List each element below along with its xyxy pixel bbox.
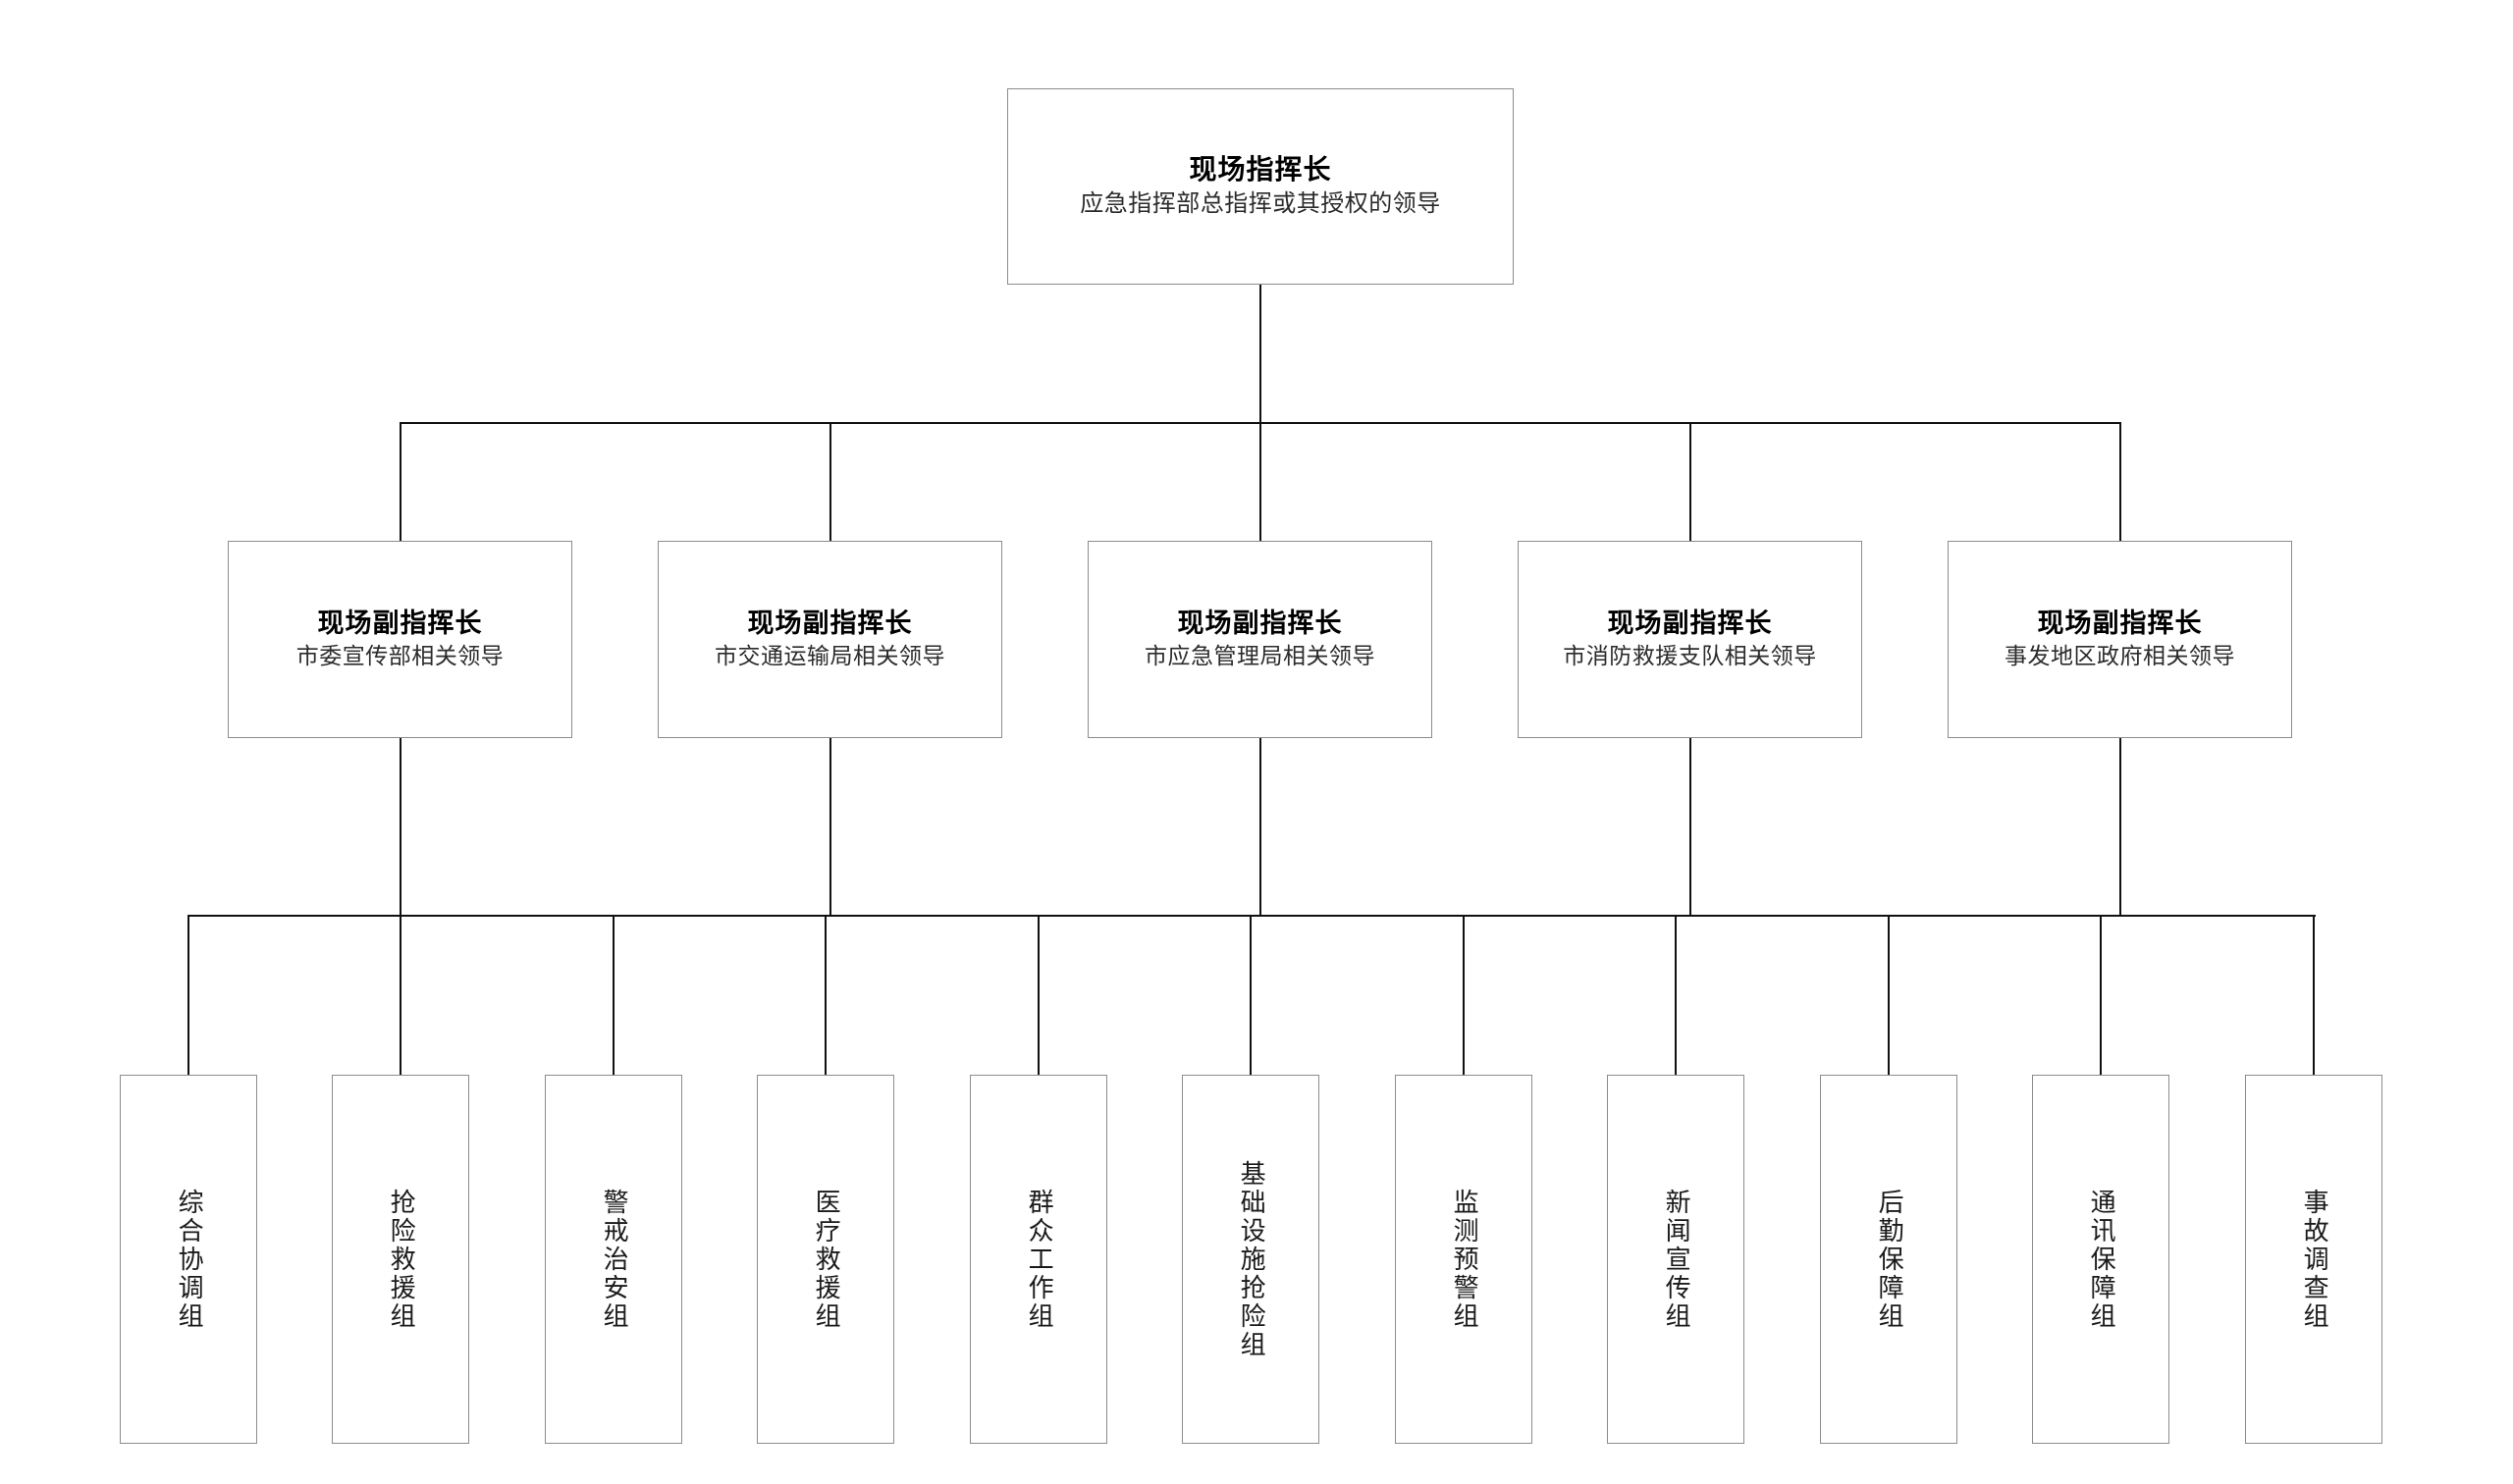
connector-stem-deputy-3	[1259, 738, 1261, 917]
connector-drop-deputy-5	[2119, 422, 2121, 542]
node-working-group-6[interactable]: 基础设施抢险组	[1182, 1075, 1319, 1444]
connector-drop-group-6	[1250, 915, 1252, 1075]
connector-stem-deputy-1	[400, 738, 401, 917]
connector-drop-deputy-1	[400, 422, 401, 542]
node-subtitle: 事发地区政府相关领导	[2005, 644, 2235, 669]
group-label: 群众工作组	[1025, 1188, 1054, 1331]
node-subtitle: 应急指挥部总指挥或其授权的领导	[1080, 190, 1441, 217]
connector-stem-deputy-2	[829, 738, 831, 917]
connector-stem-deputy-4	[1689, 738, 1691, 917]
node-deputy-commander-4[interactable]: 现场副指挥长 市消防救援支队相关领导	[1518, 541, 1862, 738]
group-label: 监测预警组	[1450, 1188, 1479, 1331]
node-working-group-5[interactable]: 群众工作组	[970, 1075, 1107, 1444]
connector-drop-group-3	[613, 915, 615, 1075]
node-title: 现场副指挥长	[747, 608, 913, 638]
node-title: 现场副指挥长	[1607, 608, 1773, 638]
connector-drop-group-7	[1463, 915, 1465, 1075]
node-subtitle: 市应急管理局相关领导	[1145, 644, 1375, 669]
connector-drop-group-2	[400, 915, 401, 1075]
connector-bus-level3	[188, 915, 2316, 917]
node-subtitle: 市交通运输局相关领导	[715, 644, 945, 669]
group-label: 通讯保障组	[2087, 1188, 2116, 1331]
node-working-group-2[interactable]: 抢险救援组	[332, 1075, 469, 1444]
node-subtitle: 市消防救援支队相关领导	[1563, 644, 1817, 669]
connector-drop-group-4	[825, 915, 827, 1075]
node-title: 现场副指挥长	[1177, 608, 1343, 638]
node-working-group-11[interactable]: 事故调查组	[2245, 1075, 2382, 1444]
node-working-group-4[interactable]: 医疗救援组	[757, 1075, 894, 1444]
connector-root-stem	[1259, 285, 1261, 423]
connector-drop-group-9	[1888, 915, 1890, 1075]
group-label: 基础设施抢险组	[1237, 1159, 1266, 1359]
node-title: 现场副指挥长	[317, 608, 483, 638]
group-label: 综合协调组	[175, 1188, 204, 1331]
group-label: 事故调查组	[2300, 1188, 2329, 1331]
node-working-group-8[interactable]: 新闻宣传组	[1607, 1075, 1744, 1444]
connector-drop-group-8	[1675, 915, 1677, 1075]
group-label: 抢险救援组	[387, 1188, 416, 1331]
node-working-group-1[interactable]: 综合协调组	[120, 1075, 257, 1444]
node-deputy-commander-3[interactable]: 现场副指挥长 市应急管理局相关领导	[1088, 541, 1432, 738]
node-subtitle: 市委宣传部相关领导	[295, 644, 505, 669]
node-deputy-commander-2[interactable]: 现场副指挥长 市交通运输局相关领导	[658, 541, 1002, 738]
connector-drop-group-5	[1038, 915, 1040, 1075]
connector-stem-deputy-5	[2119, 738, 2121, 917]
node-title: 现场指挥长	[1189, 154, 1332, 186]
node-working-group-10[interactable]: 通讯保障组	[2032, 1075, 2169, 1444]
connector-drop-deputy-3	[1259, 422, 1261, 542]
connector-drop-group-1	[187, 915, 189, 1075]
connector-drop-deputy-4	[1689, 422, 1691, 542]
connector-drop-group-11	[2313, 915, 2315, 1075]
node-site-commander[interactable]: 现场指挥长 应急指挥部总指挥或其授权的领导	[1007, 88, 1514, 285]
node-working-group-9[interactable]: 后勤保障组	[1820, 1075, 1957, 1444]
connector-drop-deputy-2	[829, 422, 831, 542]
node-deputy-commander-5[interactable]: 现场副指挥长 事发地区政府相关领导	[1948, 541, 2292, 738]
connector-drop-group-10	[2100, 915, 2102, 1075]
group-label: 医疗救援组	[812, 1188, 841, 1331]
node-deputy-commander-1[interactable]: 现场副指挥长 市委宣传部相关领导	[228, 541, 572, 738]
node-title: 现场副指挥长	[2037, 608, 2203, 638]
group-label: 警戒治安组	[600, 1188, 629, 1331]
node-working-group-7[interactable]: 监测预警组	[1395, 1075, 1532, 1444]
group-label: 后勤保障组	[1875, 1188, 1904, 1331]
node-working-group-3[interactable]: 警戒治安组	[545, 1075, 682, 1444]
group-label: 新闻宣传组	[1662, 1188, 1691, 1331]
